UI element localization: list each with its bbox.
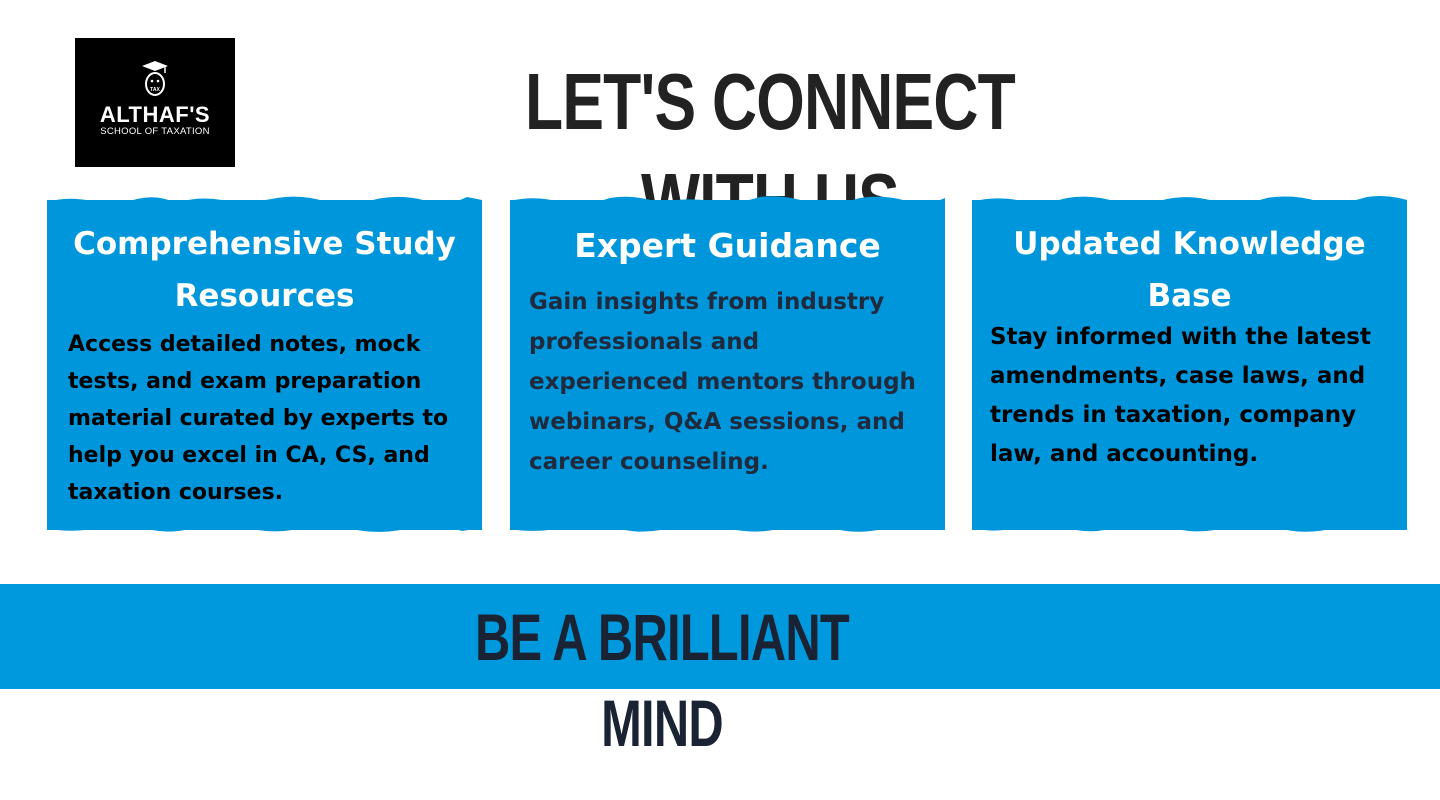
logo-brand-name: ALTHAF'S <box>99 102 211 127</box>
graduation-cap-icon: TAX <box>142 61 168 96</box>
brand-logo: TAX ALTHAF'S SCHOOL OF TAXATION <box>75 38 235 167</box>
feature-card-study-resources: Comprehensive Study Resources Access det… <box>47 196 482 532</box>
torn-edge-top <box>510 196 945 214</box>
feature-card-expert-guidance: Expert Guidance Gain insights from indus… <box>510 196 945 532</box>
card-body: Access detailed notes, mock tests, and e… <box>68 332 449 505</box>
card-title: Updated Knowledge Base <box>1013 226 1366 314</box>
torn-edge-bottom <box>972 516 1407 532</box>
slogan-banner: BE A BRILLIANT MIND <box>0 584 1440 760</box>
torn-edge-top <box>47 196 482 214</box>
feature-card-knowledge-base: Updated Knowledge Base Stay informed wit… <box>972 196 1407 532</box>
card-title: Comprehensive Study Resources <box>73 226 456 314</box>
banner-slogan: BE A BRILLIANT MIND <box>474 600 850 760</box>
torn-edge-bottom <box>510 516 945 532</box>
torn-edge-bottom <box>47 516 482 532</box>
card-body: Gain insights from industry professional… <box>529 289 916 475</box>
card-title: Expert Guidance <box>574 226 881 265</box>
card-body: Stay informed with the latest amendments… <box>990 324 1371 467</box>
torn-edge-top <box>972 196 1407 214</box>
logo-tagline: SCHOOL OF TAXATION <box>100 126 210 137</box>
logo-badge-text: TAX <box>150 87 160 93</box>
